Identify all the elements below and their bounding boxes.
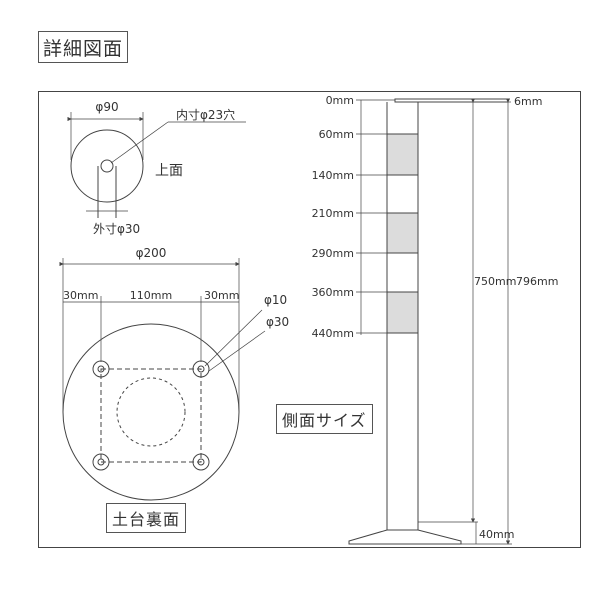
band-1 <box>386 133 419 176</box>
total-height-text: 796mm <box>516 275 558 288</box>
mark-210: 210mm <box>312 207 354 220</box>
pole-height-text: 750mm <box>474 275 516 288</box>
base-dia-text: φ200 <box>136 246 167 260</box>
boss-text: φ30 <box>266 315 289 329</box>
side-view-label: 側面サイズ <box>276 404 373 434</box>
drawing-title: 詳細図面 <box>38 31 129 63</box>
top-dia-text: φ90 <box>95 100 118 114</box>
mark-60: 60mm <box>319 128 354 141</box>
bolt-hole-text: φ10 <box>264 293 287 307</box>
mark-290: 290mm <box>312 247 354 260</box>
mark-140: 140mm <box>312 169 354 182</box>
center-span-text: 110mm <box>130 289 172 302</box>
left-offset-text: 30mm <box>63 289 98 302</box>
pole-base <box>348 529 462 545</box>
band-2 <box>386 212 419 254</box>
top-view-label: 上面 <box>155 163 183 179</box>
bolt-pattern-rect <box>100 368 202 463</box>
base-view-label: 土台裏面 <box>106 503 187 533</box>
side-view <box>348 98 512 545</box>
right-offset-text: 30mm <box>204 289 239 302</box>
base-inner-circle <box>116 377 186 447</box>
drawing-frame <box>38 91 581 548</box>
top-view-inner-hole <box>100 159 114 173</box>
mark-440: 440mm <box>312 327 354 340</box>
inner-hole-text: 内寸φ23穴 <box>176 107 235 122</box>
base-outer-circle <box>62 323 240 501</box>
cap-plate <box>394 98 509 103</box>
mark-360: 360mm <box>312 286 354 299</box>
band-3 <box>386 291 419 334</box>
top-view-outer-circle <box>70 129 144 203</box>
base-height-text: 40mm <box>479 528 514 541</box>
cap-thickness-text: 6mm <box>514 95 542 108</box>
base-view <box>59 258 266 501</box>
top-view <box>67 112 246 218</box>
outer-pipe-text: 外寸φ30 <box>93 222 140 236</box>
mark-0: 0mm <box>326 94 354 107</box>
